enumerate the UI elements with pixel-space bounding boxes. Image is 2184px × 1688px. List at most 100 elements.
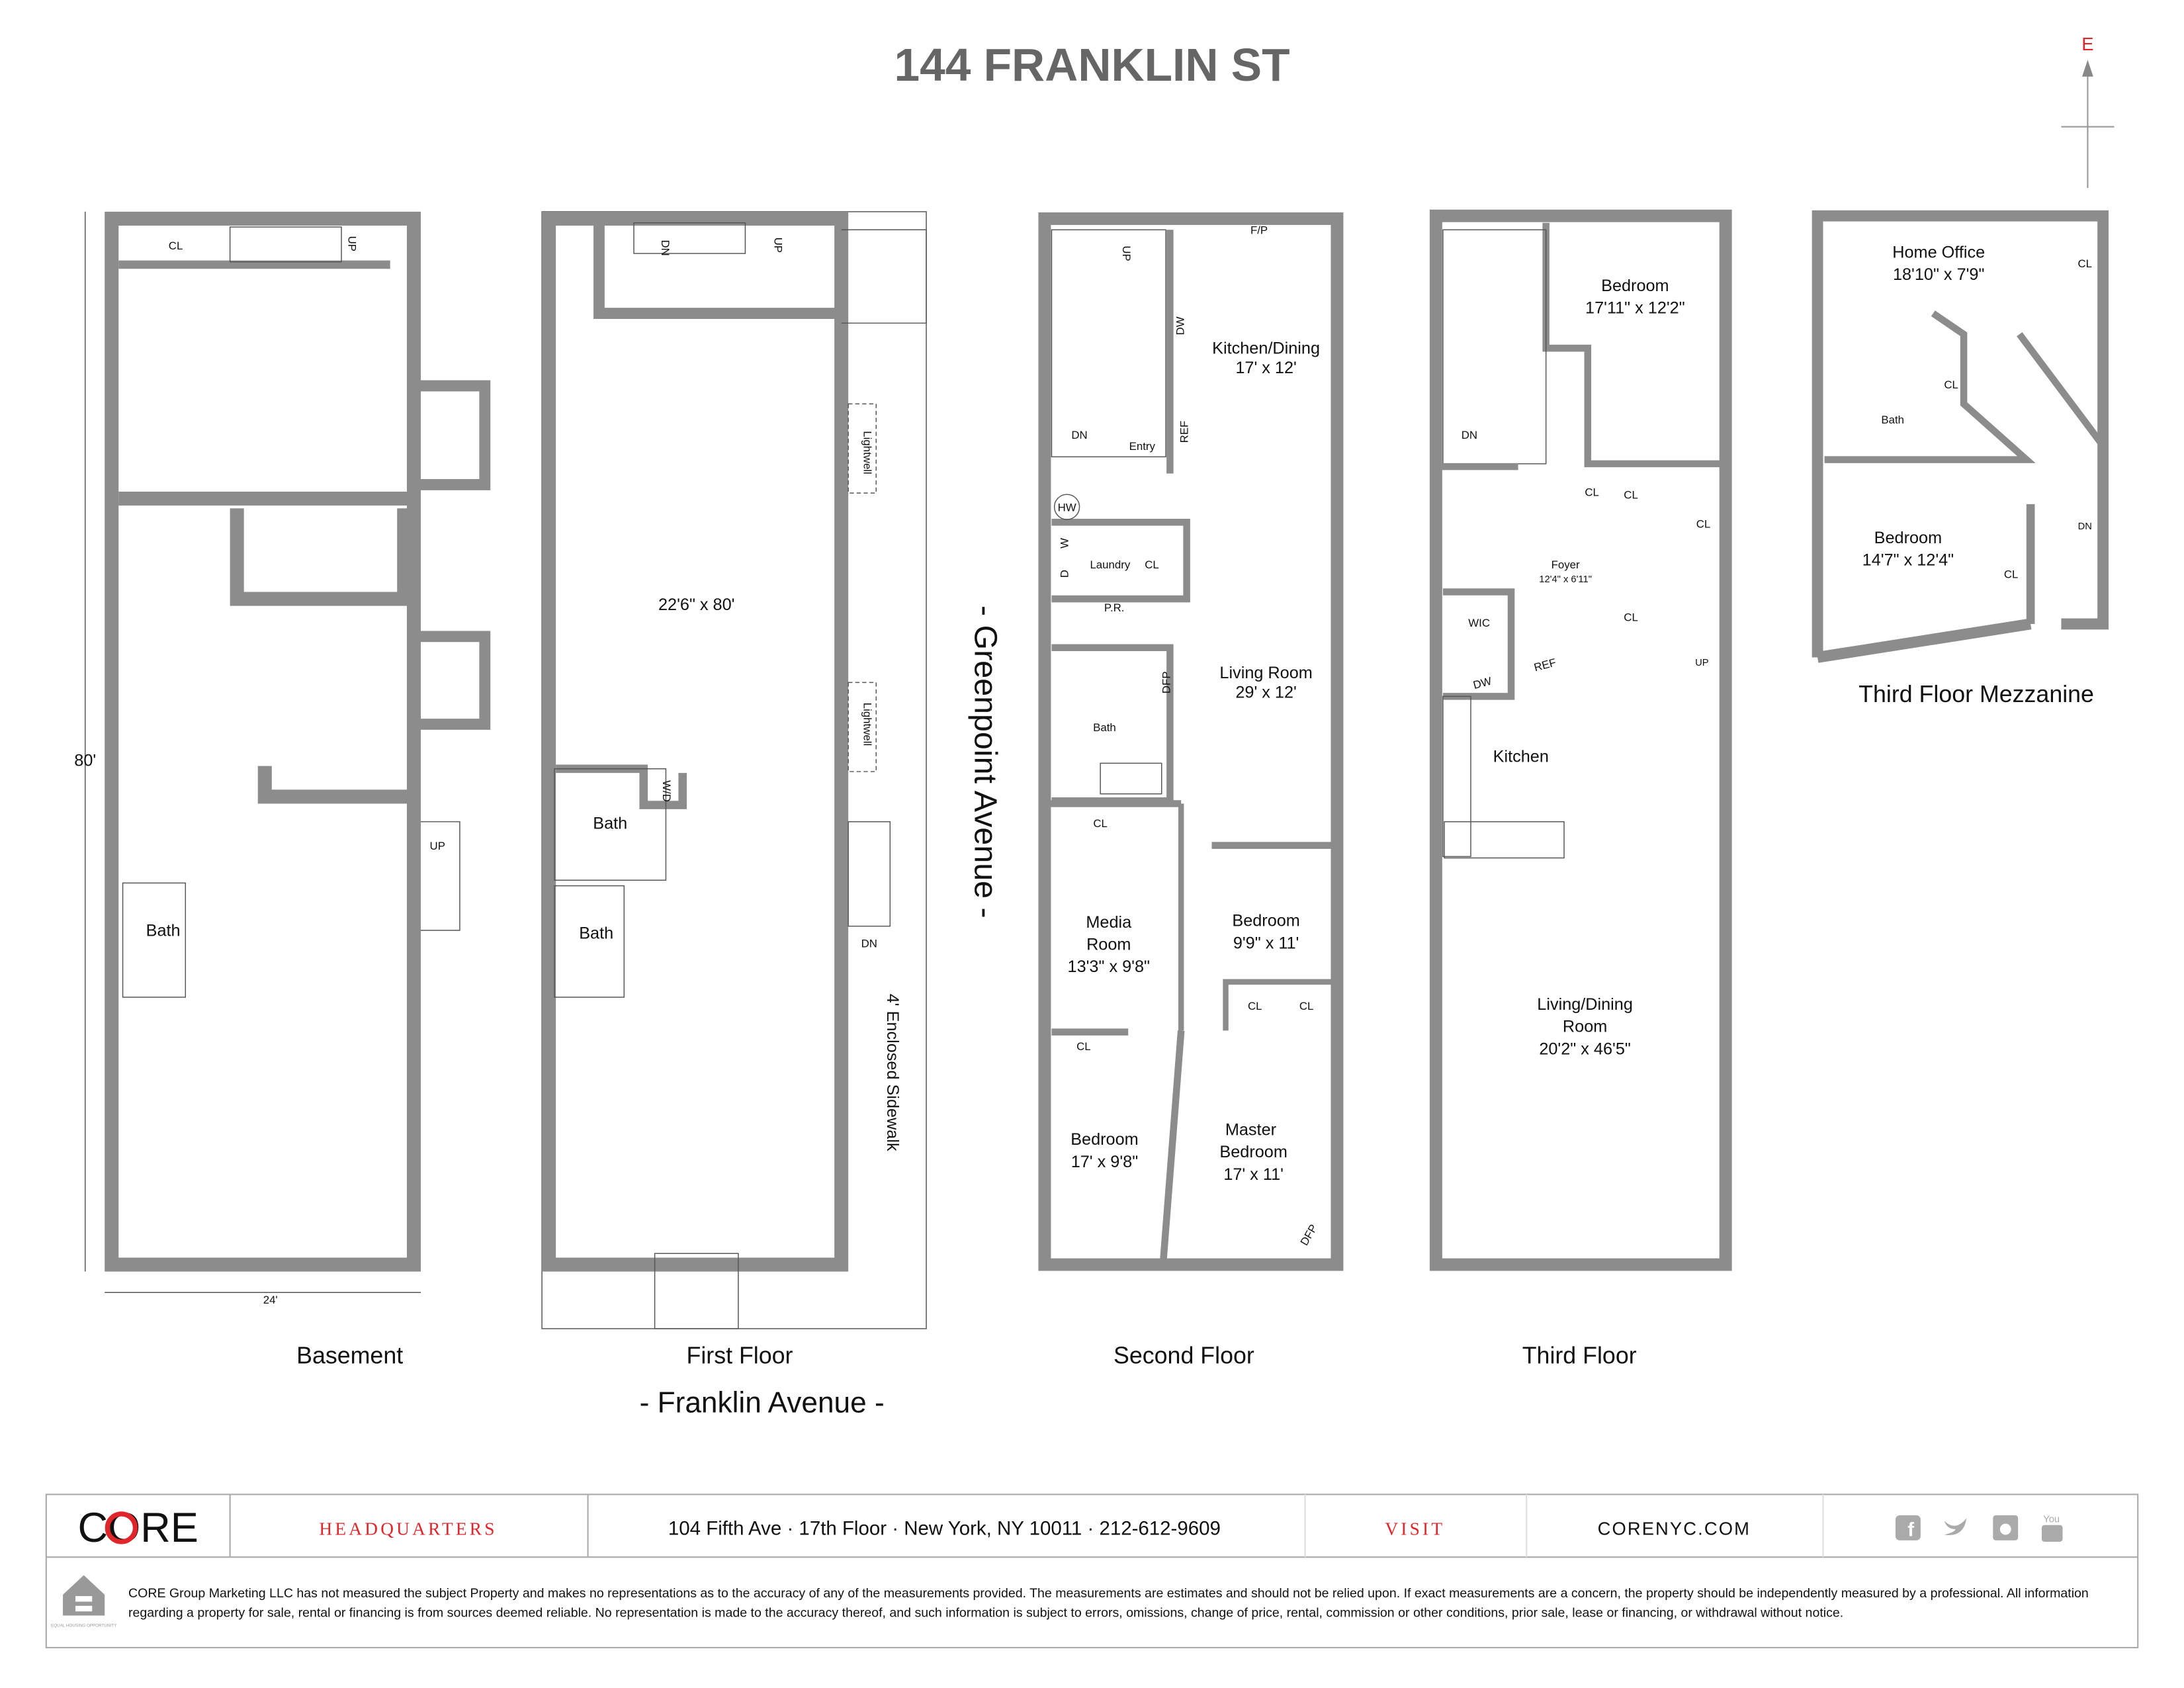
room-label: Bedroom	[1070, 1130, 1138, 1149]
room-label: Kitchen	[1493, 747, 1549, 766]
room-label: CL	[2077, 257, 2092, 270]
room-label: CL	[1624, 611, 1638, 624]
youtube-icon[interactable]: You	[2041, 1515, 2063, 1542]
facebook-icon[interactable]: f	[1895, 1515, 1921, 1541]
room-label: CL	[1585, 486, 1599, 498]
room-dimension: 17' x 11'	[1223, 1165, 1284, 1184]
room-label: Lightwell	[861, 431, 873, 474]
core-logo: CORE	[78, 1505, 198, 1551]
room-label: DFP	[1160, 672, 1172, 694]
second-floor-title: Second Floor	[1114, 1343, 1254, 1369]
room-label: WIC	[1468, 617, 1490, 629]
room-label: Living/Dining	[1537, 995, 1633, 1014]
room-label: Bath	[1881, 414, 1904, 426]
room-label: CL	[1624, 489, 1638, 502]
basement-height-dim: 80'	[74, 752, 96, 770]
room-label: CL	[1145, 558, 1159, 571]
room-label: Entry	[1129, 440, 1156, 453]
mezzanine-title: Third Floor Mezzanine	[1858, 681, 2094, 707]
equal-housing-logo: EQUAL HOUSING OPPORTUNITY	[51, 1575, 117, 1628]
room-label: DW	[1174, 316, 1186, 335]
mezzanine-plan: Home Office 18'10" x 7'9" CL CL Bath Bed…	[1812, 210, 2109, 707]
visit-link[interactable]: VISIT	[1385, 1519, 1445, 1538]
room-label: DN	[2078, 521, 2092, 532]
room-label: Master	[1225, 1120, 1276, 1139]
page-title: 144 FRANKLIN ST	[894, 39, 1289, 91]
room-label: Bedroom	[1232, 912, 1299, 930]
room-label: Bedroom	[1874, 529, 1942, 547]
first-floor-title: First Floor	[687, 1343, 793, 1369]
third-floor-title: Third Floor	[1522, 1343, 1637, 1369]
basement-width-dim: 24'	[263, 1294, 278, 1306]
room-label: Foyer	[1551, 558, 1580, 571]
basement-title: Basement	[296, 1343, 403, 1369]
room-label: CL	[1248, 1000, 1262, 1012]
room-label: CL	[169, 240, 183, 252]
room-dimension: 29' x 12'	[1235, 683, 1296, 701]
room-label: CL	[1299, 1000, 1314, 1012]
room-dimension: 18'10" x 7'9"	[1893, 265, 1984, 284]
room-label: REF	[1178, 421, 1191, 443]
room-label: DFP	[1298, 1222, 1320, 1248]
room-label: Bath	[146, 921, 181, 940]
room-label: Bath	[1093, 721, 1116, 734]
room-label: W/D	[660, 780, 673, 802]
room-label: UP	[430, 840, 445, 852]
greenpoint-avenue-label: - Greenpoint Avenue -	[968, 605, 1004, 918]
basement-plan: 80' 24' CL UP Bath UP Basement	[74, 211, 491, 1369]
svg-text:f: f	[1907, 1519, 1914, 1541]
room-label: CL	[1076, 1040, 1091, 1053]
room-label: DW	[1472, 675, 1493, 692]
room-label: F/P	[1250, 224, 1268, 237]
franklin-avenue-label: - Franklin Avenue -	[640, 1386, 885, 1419]
room-label: Kitchen/Dining	[1212, 339, 1320, 358]
address-text: 104 Fifth Ave · 17th Floor · New York, N…	[668, 1517, 1221, 1539]
second-floor-plan: F/P UP DN Entry DW REF Kitchen/Dining 17…	[1038, 212, 1344, 1369]
room-label: UP	[1120, 245, 1133, 261]
sidewalk-label: 4' Enclosed Sidewalk	[883, 994, 902, 1151]
room-label: W	[1059, 538, 1071, 549]
room-label: CL	[1696, 518, 1711, 531]
disclaimer-line-1: CORE Group Marketing LLC has not measure…	[128, 1586, 2089, 1601]
headquarters-label: HEADQUARTERS	[319, 1519, 497, 1538]
room-dimension: 17' x 12'	[1235, 359, 1296, 377]
room-label: DN	[1071, 429, 1087, 441]
room-label: DN	[1462, 429, 1477, 441]
room-label: Room	[1086, 935, 1131, 954]
room-dimension: 17' x 9'8"	[1071, 1153, 1138, 1171]
twitter-icon[interactable]	[1944, 1518, 1967, 1535]
room-label: Laundry	[1090, 558, 1130, 571]
room-label: UP	[1695, 658, 1709, 668]
room-dimension: 20'2" x 46'5"	[1539, 1040, 1630, 1058]
compass-label: E	[2081, 34, 2093, 54]
room-label: Bedroom	[1219, 1143, 1287, 1161]
room-label: UP	[346, 236, 359, 251]
room-label: CL	[1944, 378, 1958, 391]
room-dimension: 12'4" x 6'11"	[1539, 574, 1592, 585]
svg-text:You: You	[2043, 1515, 2060, 1525]
room-dimension: 17'11" x 12'2"	[1585, 299, 1685, 318]
equal-housing-text: EQUAL HOUSING OPPORTUNITY	[51, 1623, 117, 1628]
website-link[interactable]: CORENYC.COM	[1598, 1518, 1751, 1538]
room-label: UP	[772, 238, 785, 253]
first-floor-plan: 22'6" x 80' Lightwell Lightwell Bath W/D…	[541, 211, 927, 1369]
instagram-icon[interactable]	[1993, 1515, 2019, 1540]
room-dimension: 13'3" x 9'8"	[1068, 957, 1150, 976]
room-label: Home Office	[1892, 243, 1985, 261]
room-dimension: 22'6" x 80'	[658, 596, 734, 614]
room-label: Media	[1086, 913, 1132, 932]
room-dimension: 9'9" x 11'	[1233, 934, 1299, 952]
room-label: Bath	[593, 814, 627, 832]
room-label: Bedroom	[1601, 277, 1669, 295]
room-label: DN	[659, 240, 672, 255]
room-label: HW	[1058, 501, 1076, 513]
room-label: Room	[1563, 1018, 1607, 1036]
compass: E	[2061, 34, 2115, 189]
room-label: Living Room	[1219, 664, 1312, 682]
room-label: CL	[2004, 568, 2019, 580]
room-label: Lightwell	[861, 703, 873, 746]
room-label: REF	[1533, 656, 1557, 674]
footer: CORE HEADQUARTERS 104 Fifth Ave · 17th F…	[45, 1493, 2139, 1649]
room-label: D	[1059, 570, 1071, 578]
